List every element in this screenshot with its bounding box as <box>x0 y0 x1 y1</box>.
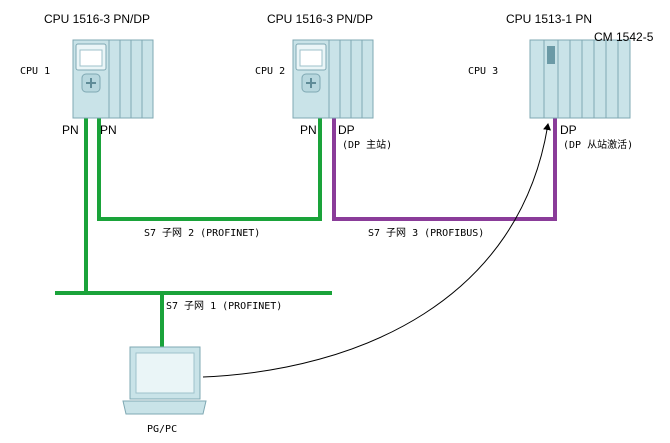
cpu3-io-module-2 <box>569 39 583 119</box>
laptop-icon[interactable] <box>122 346 207 415</box>
subnet2-label: S7 子网 2 (PROFINET) <box>144 227 260 239</box>
cpu1-io-module-1 <box>108 39 121 119</box>
pgpc-to-cpu3-arrow <box>202 123 552 378</box>
cpu3-power-module <box>529 39 545 119</box>
cpu1-io-module-2 <box>119 39 132 119</box>
cpu2-io-module-3 <box>350 39 363 119</box>
subnet3-line <box>332 118 557 221</box>
subnet2-line <box>97 118 322 221</box>
cpu2-screen <box>299 49 323 67</box>
cpu3-io-module-1 <box>557 39 571 119</box>
cpu3-device[interactable] <box>529 39 631 119</box>
cpu2-model-label: CPU 1516-3 PN/DP <box>267 12 373 26</box>
cpu1-model-label: CPU 1516-3 PN/DP <box>44 12 150 26</box>
cpu3-cm-module <box>593 39 607 119</box>
cpu1-port-2-label: PN <box>100 123 117 137</box>
cpu3-io-module-5 <box>617 39 631 119</box>
cpu2-port-1-label: PN <box>300 123 317 137</box>
cpu3-name-label: CPU 3 <box>468 66 498 77</box>
cpu3-model-label: CPU 1513-1 PN <box>506 12 592 26</box>
cpu3-io-module-3 <box>581 39 595 119</box>
pgpc-label: PG/PC <box>147 424 177 435</box>
cpu2-io-module-1 <box>328 39 341 119</box>
cpu2-port-2-label: DP <box>338 123 355 137</box>
cpu3-cm-model-label: CM 1542-5 <box>594 30 654 44</box>
cpu1-dpad-icon <box>81 73 101 93</box>
cpu3-status-led <box>547 46 555 64</box>
cpu2-name-label: CPU 2 <box>255 66 285 77</box>
cpu1-name-label: CPU 1 <box>20 66 50 77</box>
cpu3-io-module-4 <box>605 39 619 119</box>
cpu1-screen <box>79 49 103 67</box>
cpu2-device[interactable] <box>292 39 374 119</box>
subnet1-label: S7 子网 1 (PROFINET) <box>166 300 282 312</box>
cpu2-io-module-2 <box>339 39 352 119</box>
cpu1-io-module-3 <box>130 39 143 119</box>
cpu2-io-module-4 <box>361 39 374 119</box>
cpu1-device[interactable] <box>72 39 154 119</box>
cpu1-port-1-label: PN <box>62 123 79 137</box>
cpu3-port-note: (DP 从站激活) <box>563 138 633 151</box>
laptop-screen <box>135 352 195 394</box>
laptop-keyboard-base <box>122 400 207 415</box>
subnet3-label: S7 子网 3 (PROFIBUS) <box>368 227 484 239</box>
cpu1-io-module-4 <box>141 39 154 119</box>
cpu2-dpad-icon <box>301 73 321 93</box>
cpu2-port-note: (DP 主站) <box>342 138 392 151</box>
cpu3-port-label: DP <box>560 123 577 137</box>
